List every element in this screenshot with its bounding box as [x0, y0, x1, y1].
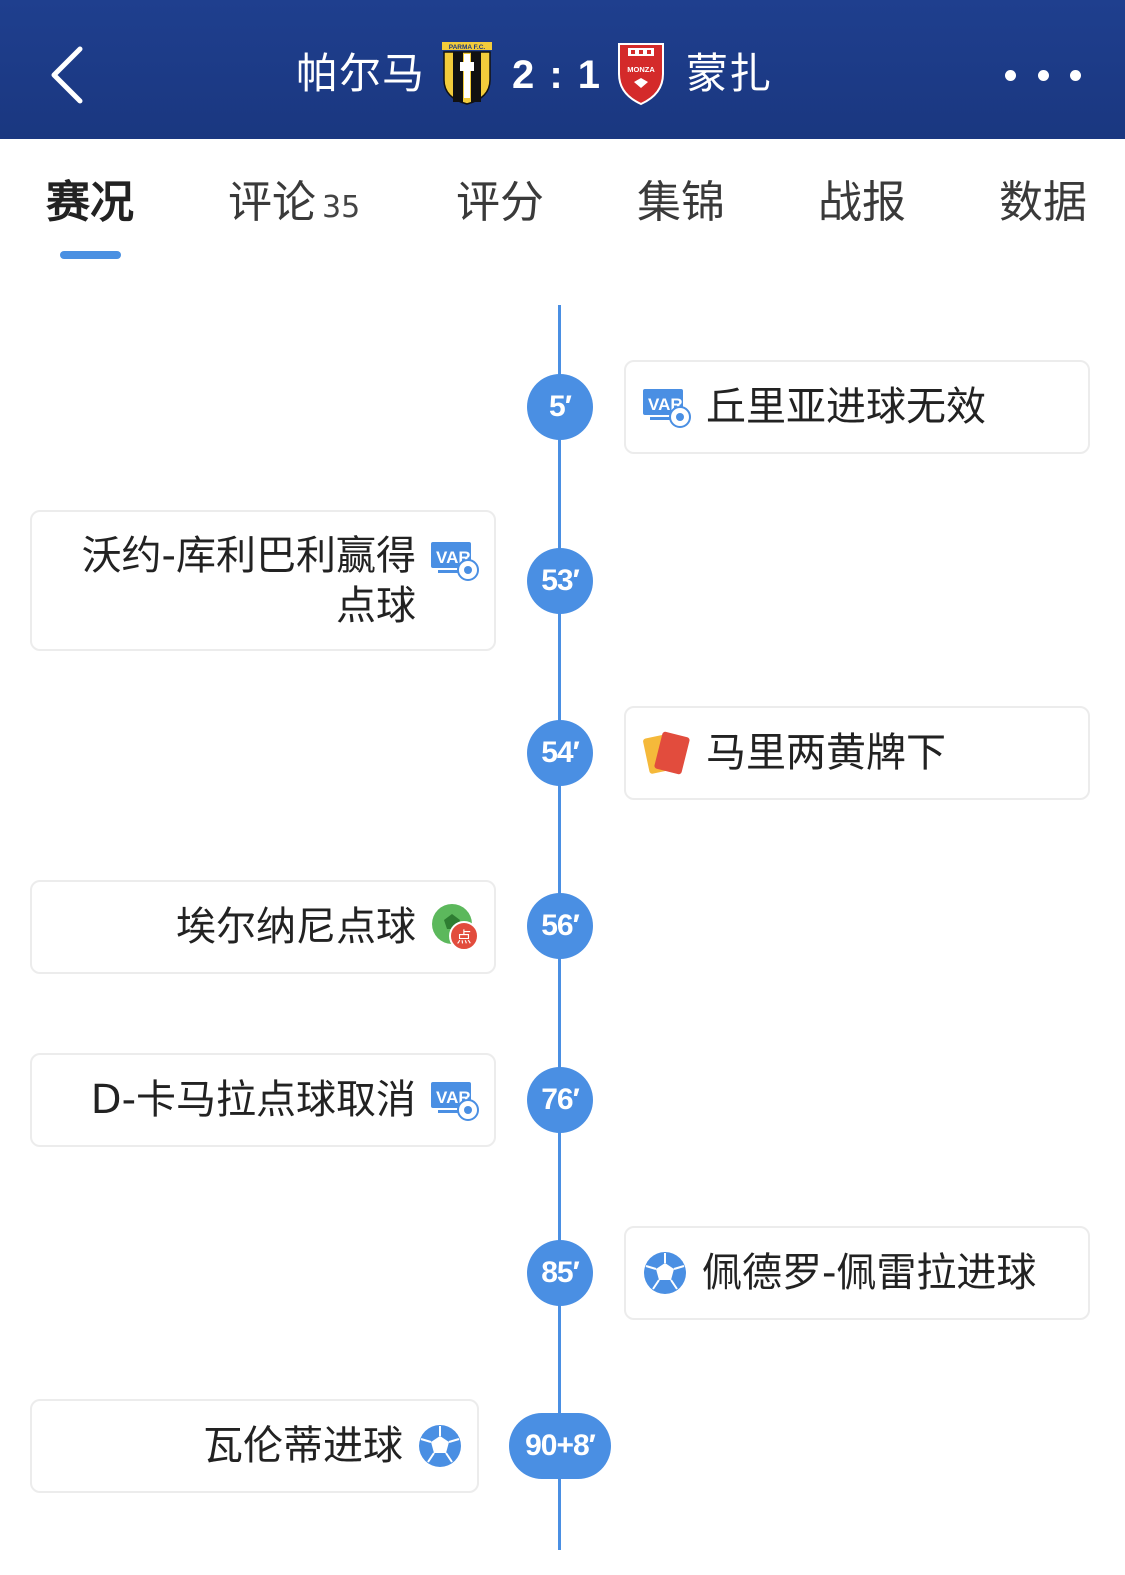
- dot-icon: [1005, 69, 1016, 81]
- minute-badge: 5′: [527, 374, 593, 440]
- event-text: 埃尔纳尼点球: [176, 904, 416, 950]
- goal-ball-icon: [417, 1423, 463, 1469]
- event-card-90-8[interactable]: 瓦伦蒂进球: [30, 1399, 479, 1493]
- minute-badge: 90+8′: [509, 1413, 611, 1479]
- match-header: 帕尔马 PARMA F.C. 2 : 1 MONZA 蒙扎: [0, 0, 1125, 139]
- active-tab-indicator: [60, 251, 121, 259]
- scoreboard: 帕尔马 PARMA F.C. 2 : 1 MONZA 蒙扎: [0, 0, 1125, 139]
- home-team-name: 帕尔马: [296, 49, 426, 98]
- minute-badge: 76′: [527, 1067, 593, 1133]
- minute-badge: 53′: [527, 548, 593, 614]
- dot-icon: [1037, 69, 1049, 81]
- event-text: 瓦伦蒂进球: [203, 1423, 403, 1469]
- tab-stats[interactable]: 数据: [999, 177, 1087, 228]
- minute-badge: 54′: [527, 720, 593, 786]
- chevron-left-icon: [51, 46, 83, 104]
- monza-logo-icon: MONZA: [618, 43, 664, 106]
- var-icon: VAR: [430, 538, 480, 582]
- event-text: 丘里亚进球无效: [706, 384, 986, 430]
- event-card-5[interactable]: VAR 丘里亚进球无效: [624, 360, 1090, 454]
- var-icon: VAR: [642, 385, 692, 429]
- comment-count: 35: [322, 190, 361, 225]
- var-icon: VAR: [430, 1078, 480, 1122]
- tab-report[interactable]: 战报: [818, 177, 906, 228]
- match-score: 2 : 1: [512, 53, 603, 97]
- more-options-button[interactable]: [1005, 60, 1081, 90]
- penalty-goal-icon: 点: [430, 902, 480, 952]
- event-card-54[interactable]: 马里两黄牌下: [624, 706, 1090, 800]
- dot-icon: [1070, 69, 1081, 81]
- tab-highlights[interactable]: 集锦: [637, 177, 725, 228]
- event-card-56[interactable]: 埃尔纳尼点球 点: [30, 880, 496, 974]
- goal-ball-icon: [642, 1250, 688, 1296]
- tab-match-status[interactable]: 赛况: [46, 177, 134, 228]
- tab-ratings[interactable]: 评分: [456, 177, 544, 228]
- back-button[interactable]: [38, 40, 98, 110]
- event-card-53[interactable]: 沃约-库利巴利赢得 点球 VAR: [30, 510, 496, 651]
- svg-text:PARMA F.C.: PARMA F.C.: [449, 44, 486, 51]
- parma-logo-icon: PARMA F.C.: [442, 42, 492, 105]
- minute-badge: 56′: [527, 893, 593, 959]
- event-card-76[interactable]: D-卡马拉点球取消 VAR: [30, 1053, 496, 1147]
- svg-text:MONZA: MONZA: [627, 65, 655, 74]
- event-text: D-卡马拉点球取消: [90, 1077, 416, 1123]
- svg-text:点: 点: [456, 928, 471, 946]
- event-card-85[interactable]: 佩德罗-佩雷拉进球: [624, 1226, 1090, 1320]
- event-text: 沃约-库利巴利赢得 点球: [81, 532, 416, 629]
- away-team-name: 蒙扎: [686, 49, 773, 98]
- minute-badge: 85′: [527, 1240, 593, 1306]
- two-yellow-red-card-icon: [642, 728, 692, 778]
- event-text: 马里两黄牌下: [706, 730, 946, 776]
- event-text: 佩德罗-佩雷拉进球: [702, 1250, 1037, 1296]
